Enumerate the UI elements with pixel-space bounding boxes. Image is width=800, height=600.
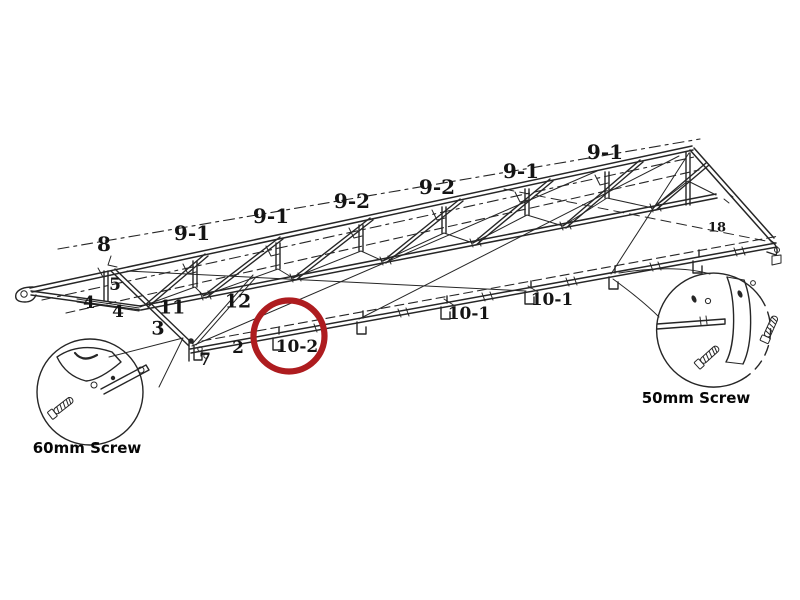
- web-braces: [139, 180, 717, 308]
- part-label-9-1: 9-1: [587, 140, 623, 164]
- part-label-8: 8: [97, 232, 111, 256]
- eave-rail: [189, 235, 780, 354]
- part-label-2: 2: [232, 338, 244, 358]
- part-label-9-1: 9-1: [174, 221, 210, 245]
- ridge-struts: [182, 171, 610, 288]
- part-label-9-1: 9-1: [253, 204, 289, 228]
- caption-50mm-screw: 50mm Screw: [642, 389, 751, 407]
- part-label-10-2: 10-2: [276, 337, 319, 357]
- part-label-9-1: 9-1: [503, 159, 539, 183]
- left-gable: [30, 255, 194, 347]
- callout-60mm-screw: 60mm Screw: [33, 337, 184, 457]
- part-label-9-2: 9-2: [419, 175, 455, 199]
- caption-60mm-screw: 60mm Screw: [33, 439, 142, 457]
- part-label-3: 3: [151, 317, 164, 339]
- part-label-4: 4: [112, 302, 124, 322]
- part-label-12: 12: [225, 290, 251, 312]
- front-left-corner: [188, 274, 257, 362]
- eave-feet: [272, 249, 703, 351]
- left-tip-bracket: [15, 286, 37, 303]
- part-label-11: 11: [159, 296, 185, 318]
- rafter-tubes: [144, 159, 710, 308]
- part-label-18: 18: [708, 220, 726, 235]
- part-label-10-1: 10-1: [448, 304, 491, 324]
- right-gable: [685, 147, 782, 266]
- part-label-10-1: 10-1: [531, 290, 574, 310]
- part-label-7: 7: [199, 350, 211, 370]
- ridge-rail: [29, 138, 701, 314]
- callout-50mm-screw: 50mm Screw: [612, 268, 780, 407]
- frame-drawing: [15, 138, 782, 362]
- part-label-5: 5: [109, 275, 121, 295]
- part-label-4: 4: [83, 293, 95, 313]
- highlight-circle: [250, 297, 328, 375]
- part-label-9-2: 9-2: [334, 189, 370, 213]
